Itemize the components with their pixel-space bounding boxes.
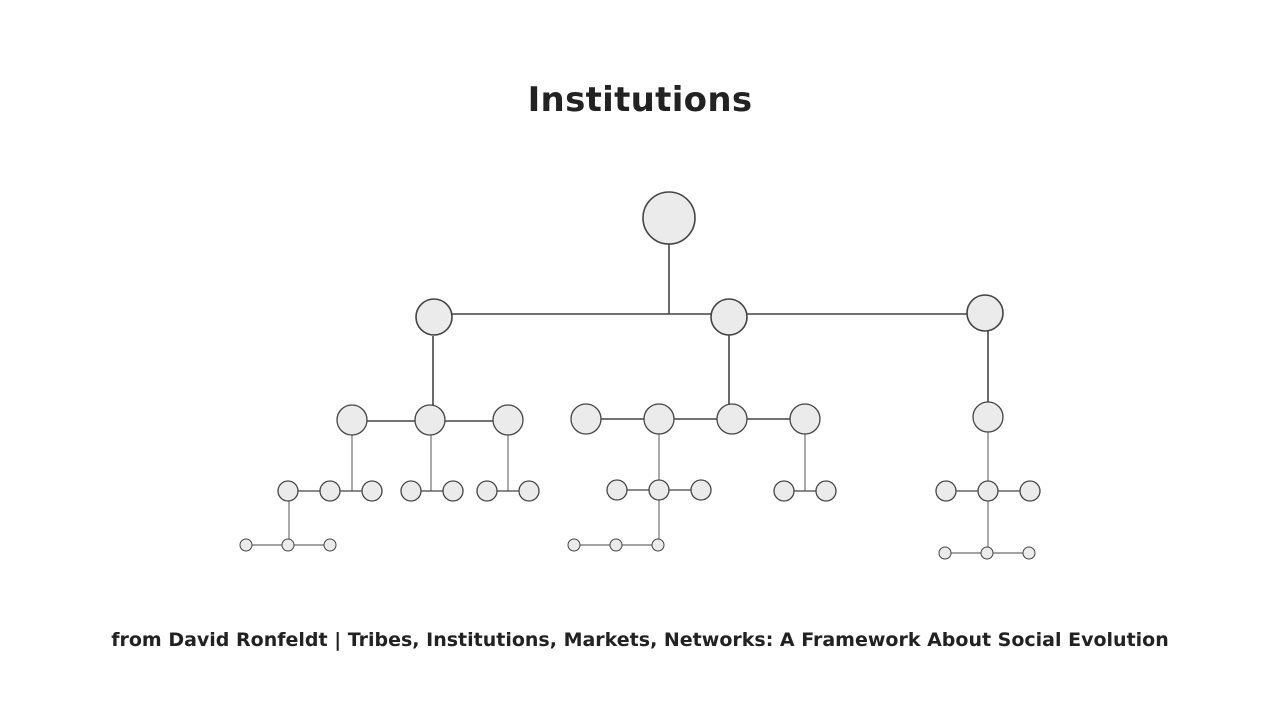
tree-node [239,538,253,552]
diagram-edges [252,244,1023,554]
tree-node [710,298,748,336]
tree-node [648,479,670,501]
tree-node [1022,546,1036,560]
tree-node [815,480,837,502]
page-title: Institutions [527,80,753,120]
tree-node [415,298,453,336]
tree-node [281,538,295,552]
tree-node [643,403,675,435]
tree-node [277,480,299,502]
tree-node [323,538,337,552]
tree-node [361,480,383,502]
tree-node [567,538,581,552]
tree-node [414,404,446,436]
tree-node [400,480,422,502]
tree-node [966,294,1004,332]
tree-node [609,538,623,552]
tree-node [606,479,628,501]
tree-node [789,403,821,435]
tree-node [651,538,665,552]
tree-node [570,403,602,435]
tree-node-root [642,191,696,245]
tree-node [977,480,999,502]
tree-node [492,404,524,436]
tree-node [935,480,957,502]
tree-node [773,480,795,502]
tree-node [972,401,1004,433]
tree-node [476,480,498,502]
tree-node [938,546,952,560]
tree-node [716,403,748,435]
tree-node [442,480,464,502]
tree-node [518,480,540,502]
tree-node [319,480,341,502]
tree-node [980,546,994,560]
tree-node [336,404,368,436]
source-caption: from David Ronfeldt | Tribes, Institutio… [111,629,1169,651]
tree-node [690,479,712,501]
tree-node [1019,480,1041,502]
diagram-nodes [239,191,1041,560]
